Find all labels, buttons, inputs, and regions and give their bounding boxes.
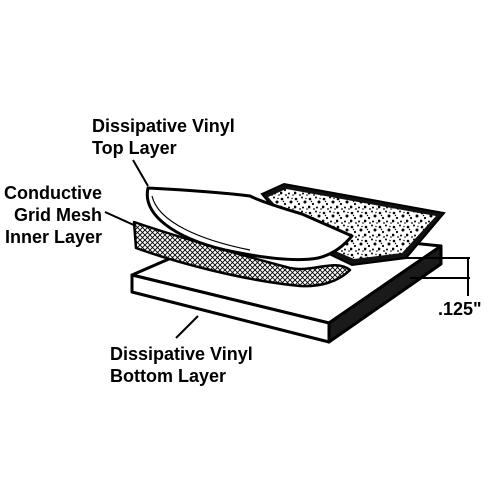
bottom-layer-leader bbox=[175, 315, 199, 339]
top-layer-label: Dissipative Vinyl Top Layer bbox=[92, 115, 235, 159]
top-layer-flap bbox=[145, 186, 354, 262]
thickness-label: .125" bbox=[438, 298, 482, 320]
inner-layer-label-line2: Grid Mesh bbox=[14, 205, 103, 225]
thickness-dimension-bracket bbox=[400, 257, 470, 296]
inner-layer-leader bbox=[104, 211, 137, 227]
top-layer-label-line2: Top Layer bbox=[92, 138, 177, 158]
bottom-layer-label: Dissipative Vinyl Bottom Layer bbox=[110, 343, 253, 387]
thickness-value: .125" bbox=[438, 299, 482, 319]
inner-layer-label-line1: Conductive bbox=[4, 183, 103, 203]
bottom-layer-label-line1: Dissipative Vinyl bbox=[110, 344, 253, 364]
inner-layer-label: Conductive Grid Mesh Inner Layer bbox=[4, 182, 102, 248]
top-layer-leader bbox=[132, 159, 149, 187]
inner-layer-label-line3: Inner Layer bbox=[4, 227, 103, 247]
bottom-layer-label-line2: Bottom Layer bbox=[110, 366, 227, 386]
top-layer-label-line1: Dissipative Vinyl bbox=[92, 116, 235, 136]
